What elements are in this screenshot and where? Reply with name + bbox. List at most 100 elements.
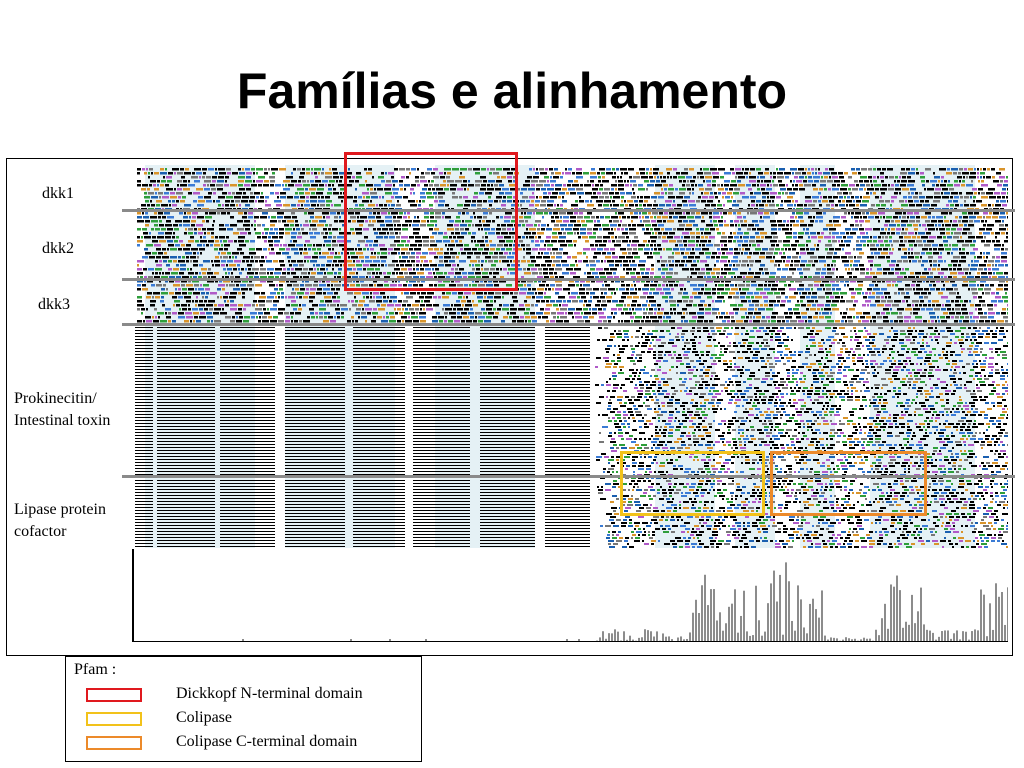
residue-mark xyxy=(675,260,680,263)
residue-mark xyxy=(784,172,791,175)
residue-mark xyxy=(536,296,543,299)
residue-mark xyxy=(184,204,191,207)
residue-mark xyxy=(147,188,150,191)
residue-mark xyxy=(607,276,613,279)
residue-mark xyxy=(620,248,626,251)
residue-mark xyxy=(633,248,637,251)
residue-mark xyxy=(602,252,606,255)
residue-mark xyxy=(507,196,512,199)
residue-mark xyxy=(789,288,796,291)
residue-mark xyxy=(626,272,629,275)
residue-mark xyxy=(919,330,924,332)
residue-mark xyxy=(639,168,645,171)
residue-mark xyxy=(369,220,371,223)
residue-mark xyxy=(679,284,684,287)
residue-mark xyxy=(846,244,850,247)
residue-mark xyxy=(785,248,787,251)
residue-mark xyxy=(396,272,398,275)
residue-mark xyxy=(956,312,961,315)
residue-mark xyxy=(474,216,476,219)
residue-mark xyxy=(736,292,739,295)
residue-mark xyxy=(992,264,994,267)
residue-mark xyxy=(232,172,238,175)
residue-mark xyxy=(583,172,589,175)
residue-mark xyxy=(452,256,455,259)
residue-mark xyxy=(521,276,524,279)
residue-mark xyxy=(600,184,603,187)
residue-mark xyxy=(265,200,267,203)
residue-mark xyxy=(176,192,183,195)
residue-mark xyxy=(399,256,401,259)
residue-mark xyxy=(994,192,1000,195)
residue-mark xyxy=(667,176,669,179)
residue-mark xyxy=(400,188,403,191)
residue-mark xyxy=(704,276,706,279)
residue-mark xyxy=(838,200,841,203)
residue-mark xyxy=(978,308,982,311)
residue-mark xyxy=(350,216,356,219)
residue-mark xyxy=(440,248,443,251)
residue-mark xyxy=(1006,196,1008,199)
residue-mark xyxy=(695,256,700,259)
residue-mark xyxy=(604,292,607,295)
residue-mark xyxy=(490,268,495,271)
residue-mark xyxy=(914,244,917,247)
residue-mark xyxy=(864,188,866,191)
residue-mark xyxy=(599,316,606,319)
residue-mark xyxy=(576,308,582,311)
residue-mark xyxy=(526,224,533,227)
residue-mark xyxy=(563,300,566,303)
residue-mark xyxy=(992,240,995,243)
residue-mark xyxy=(756,330,761,332)
residue-mark xyxy=(951,192,958,195)
residue-mark xyxy=(1001,252,1007,255)
residue-mark xyxy=(267,308,269,311)
residue-mark xyxy=(950,333,955,335)
residue-mark xyxy=(699,252,704,255)
residue-mark xyxy=(947,330,953,332)
residue-mark xyxy=(857,292,861,295)
residue-mark xyxy=(396,236,400,239)
residue-mark xyxy=(775,333,780,335)
residue-mark xyxy=(354,292,361,295)
residue-mark xyxy=(583,308,588,311)
residue-mark xyxy=(444,320,447,323)
residue-mark xyxy=(571,292,578,295)
residue-mark xyxy=(570,264,575,267)
residue-mark xyxy=(666,264,668,267)
residue-mark xyxy=(274,200,281,203)
residue-mark xyxy=(771,333,773,335)
residue-mark xyxy=(261,192,263,195)
residue-mark xyxy=(918,244,923,247)
residue-mark xyxy=(193,312,199,315)
residue-mark xyxy=(620,264,622,267)
residue-mark xyxy=(878,220,880,223)
residue-mark xyxy=(662,276,665,279)
residue-mark xyxy=(321,264,325,267)
residue-mark xyxy=(995,260,1000,263)
residue-mark xyxy=(234,196,241,199)
residue-mark xyxy=(279,168,286,171)
residue-mark xyxy=(815,312,818,315)
residue-mark xyxy=(330,252,334,255)
residue-mark xyxy=(481,308,485,311)
residue-mark xyxy=(576,188,583,191)
residue-mark xyxy=(891,200,894,203)
residue-mark xyxy=(737,212,741,215)
residue-mark xyxy=(459,196,462,199)
residue-mark xyxy=(657,220,662,223)
residue-mark xyxy=(484,228,490,231)
residue-mark xyxy=(339,220,344,223)
residue-mark xyxy=(325,232,328,235)
residue-mark xyxy=(577,232,579,235)
residue-mark xyxy=(304,204,310,207)
residue-mark xyxy=(819,260,826,263)
residue-mark xyxy=(803,268,810,271)
residue-mark xyxy=(844,212,847,215)
residue-mark xyxy=(291,320,293,323)
residue-mark xyxy=(227,212,230,215)
residue-mark xyxy=(160,168,164,171)
residue-mark xyxy=(614,244,621,247)
residue-mark xyxy=(209,212,216,215)
residue-mark xyxy=(746,276,753,279)
